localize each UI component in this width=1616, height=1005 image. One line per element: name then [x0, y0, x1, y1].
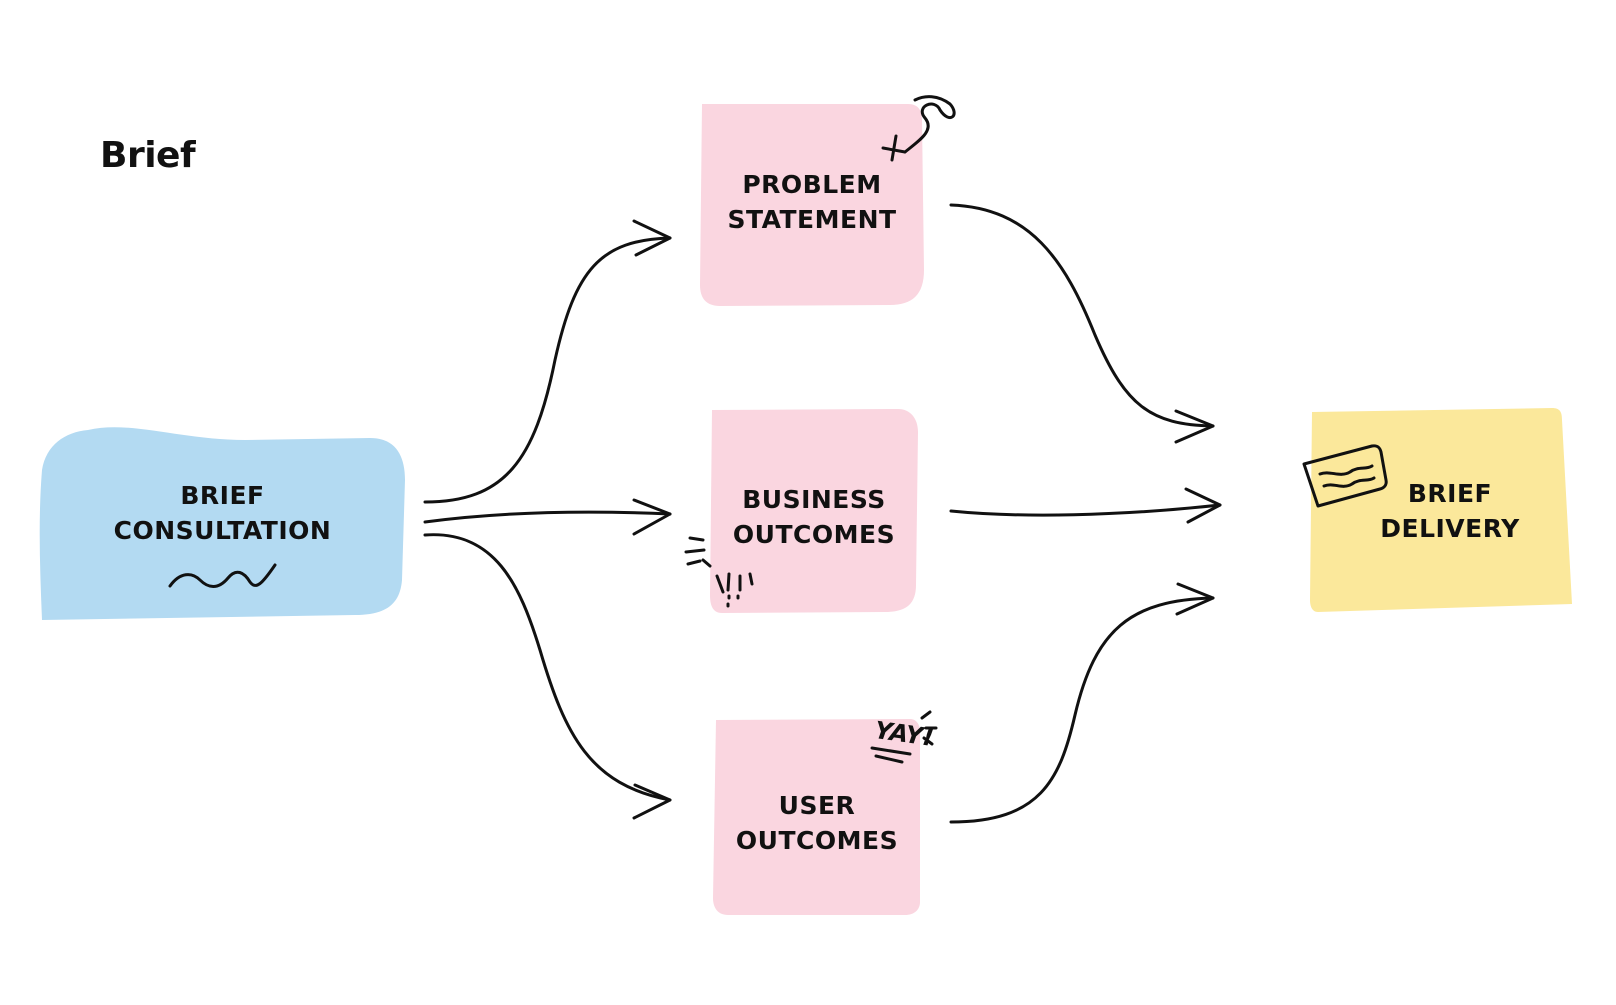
sparkle-icon [684, 536, 712, 568]
user-line1: USER [778, 791, 856, 820]
problem-label: PROBLEM STATEMENT [712, 167, 912, 237]
user-outcomes-note[interactable] [713, 719, 920, 915]
arrow-user-to-delivery [949, 596, 1215, 824]
user-label: USER OUTCOMES [717, 788, 917, 858]
consultation-label: BRIEF CONSULTATION [100, 478, 345, 548]
arrowhead-to-business [632, 498, 672, 536]
consultation-line2: CONSULTATION [113, 516, 332, 545]
ticket-icon [1302, 444, 1388, 508]
business-line2: OUTCOMES [732, 520, 896, 549]
arrowhead-business-to-delivery [1184, 487, 1222, 524]
consultation-note[interactable] [39, 427, 405, 620]
squiggle-icon [168, 563, 277, 588]
problem-statement-note[interactable] [700, 104, 924, 306]
arrowhead-to-user [632, 783, 672, 820]
user-line2: OUTCOMES [735, 826, 899, 855]
arrow-to-business [423, 510, 672, 524]
consultation-line1: BRIEF [180, 481, 265, 510]
business-outcomes-note[interactable] [710, 409, 918, 613]
exclamation-icon [715, 572, 754, 608]
arrowhead-to-problem [632, 219, 672, 257]
page-title: Brief [100, 135, 196, 176]
brief-delivery-note[interactable] [1310, 408, 1572, 612]
business-label: BUSINESS OUTCOMES [714, 482, 914, 552]
arrow-to-problem [423, 236, 672, 504]
cheer-icon [870, 710, 938, 764]
problem-line2: STATEMENT [727, 205, 897, 234]
arrow-problem-to-delivery [949, 203, 1215, 428]
arrowhead-user-to-delivery [1175, 582, 1215, 616]
delivery-label: BRIEF DELIVERY [1365, 476, 1535, 546]
arrows [423, 203, 1222, 824]
arrowhead-problem-to-delivery [1174, 409, 1215, 444]
arrow-business-to-delivery [949, 503, 1222, 517]
arrow-to-user [423, 533, 672, 802]
delivery-line1: BRIEF [1407, 479, 1493, 508]
delivery-line2: DELIVERY [1380, 514, 1520, 543]
problem-line1: PROBLEM [742, 170, 882, 199]
business-line1: BUSINESS [742, 485, 886, 514]
plus-squiggle-icon [881, 95, 956, 162]
